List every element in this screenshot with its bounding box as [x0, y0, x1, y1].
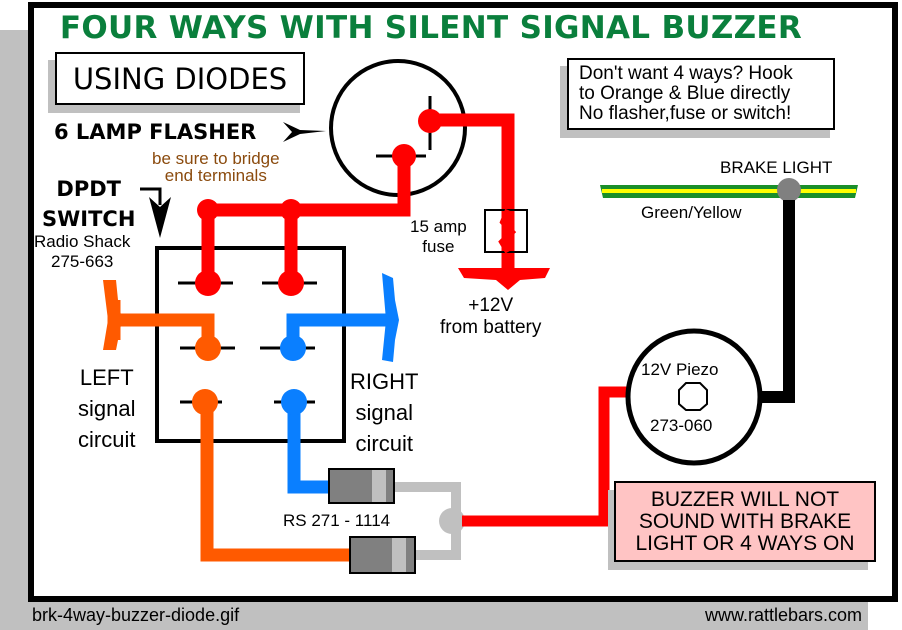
- right-junctions: [280, 335, 307, 415]
- right-signal-label: RIGHT signal circuit: [350, 369, 419, 456]
- diode-lower: [349, 536, 416, 574]
- switch-arrow-line: [140, 187, 162, 205]
- brake-light-junction: [777, 178, 801, 202]
- flasher-arrow-icon: [283, 122, 326, 142]
- switch-part-number: Radio Shack 275-663: [34, 232, 131, 271]
- battery-terminal: [458, 268, 550, 290]
- brake-feed-wire: [760, 200, 795, 403]
- frame-shadow-left: [0, 30, 28, 630]
- diode-junction: [439, 508, 465, 534]
- page-title: FOUR WAYS WITH SILENT SIGNAL BUZZER: [59, 10, 803, 46]
- frame-shadow-bottom: [0, 598, 868, 630]
- fuse-element: [498, 208, 517, 254]
- subtitle-box: USING DIODES: [55, 52, 305, 105]
- piezo-buzzer: [625, 328, 763, 466]
- brake-wire-label: Green/Yellow: [641, 203, 742, 222]
- diode-part-number: RS 271 - 1114: [283, 511, 391, 530]
- left-signal-terminal: [103, 280, 122, 350]
- piezo-center-icon: [678, 382, 708, 411]
- piezo-part-number: 273-060: [650, 416, 713, 435]
- footer-filename: brk-4way-buzzer-diode.gif: [32, 605, 240, 625]
- buzzer-feed-wire: [462, 386, 628, 527]
- left-junctions: [192, 335, 221, 415]
- right-signal-terminal: [382, 273, 399, 362]
- bridge-note: be sure to bridge end terminals: [152, 149, 280, 185]
- diode-upper: [328, 468, 395, 504]
- footer-website[interactable]: www.rattlebars.com: [704, 605, 862, 625]
- piezo-name: 12V Piezo: [641, 360, 719, 379]
- warning-box: BUZZER WILL NOT SOUND WITH BRAKE LIGHT O…: [614, 481, 876, 562]
- dpdt-switch-body: [155, 246, 346, 443]
- brake-light-label: BRAKE LIGHT: [720, 158, 833, 177]
- flasher-label: 6 LAMP FLASHER: [54, 120, 257, 144]
- switch-arrow-icon: [149, 197, 171, 238]
- fuse-label: 15 amp fuse: [410, 217, 467, 256]
- battery-label: +12V from battery: [440, 295, 542, 338]
- left-signal-label: LEFT signal circuit: [78, 365, 136, 452]
- switch-title: DPDT SWITCH: [42, 177, 136, 231]
- note-box: Don't want 4 ways? Hook to Orange & Blue…: [567, 58, 835, 130]
- brake-light-wire: [600, 185, 858, 198]
- power-junctions: [195, 109, 442, 296]
